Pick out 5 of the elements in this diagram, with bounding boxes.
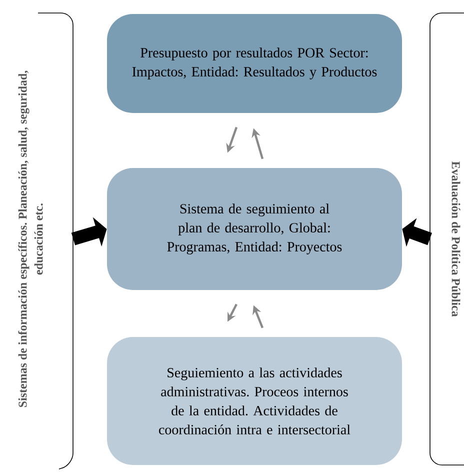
process-box: Sistema de seguimiento al plan de desarrollo, Global: Programas, Entidad: Proyectos (107, 168, 402, 290)
process-box: Seguiemiento a las actividades administrativas. Proceos internos de la entidad. Actividades de coordinación intra e intersectorial (107, 337, 402, 465)
side-panel: Evaluación de Política Pública (430, 12, 464, 466)
process-box: Presupuesto por resultados POR Sector: Impactos, Entidad: Resultados y Productos (107, 14, 402, 113)
side-panel: Sistemas de información específicos. Planeación, salud, seguridad, educación etc. (18, 12, 74, 470)
